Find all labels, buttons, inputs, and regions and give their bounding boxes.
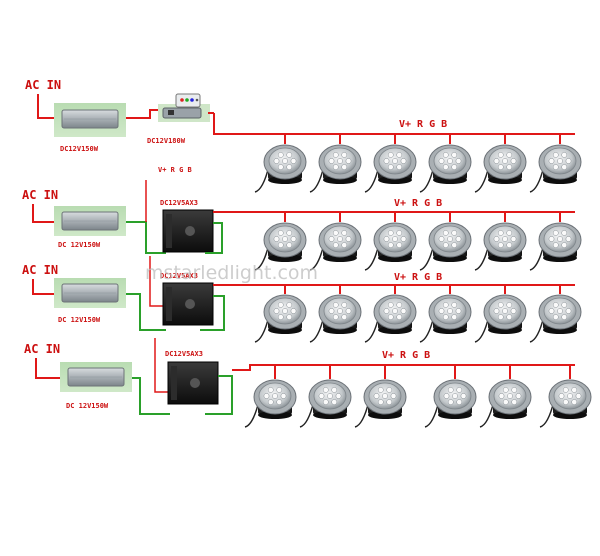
psu-label: DC 12V150W: [66, 402, 109, 410]
lamp-fixture: [354, 365, 407, 428]
lamp-fixture: [474, 212, 527, 271]
row-3: AC IN DC 12V150W DC12V5AX3 V+ R G B: [22, 256, 582, 343]
dc-wire: [126, 293, 166, 331]
ac-in-label: AC IN: [22, 188, 58, 202]
dc-wire: [132, 377, 170, 415]
bus-label: V+ R G B: [394, 272, 442, 283]
lamp-fixture: [474, 134, 527, 193]
signal-wire: [149, 256, 166, 307]
lamp-fixture: [529, 134, 582, 193]
amplifier-label: DC12V5AX3: [160, 199, 198, 207]
lamp-fixture: [529, 285, 582, 343]
bus-label: V+ R G B: [399, 119, 447, 130]
lamp-fixture: [254, 212, 307, 271]
lamp-fixture: [254, 134, 307, 193]
watermark: mstarledlight.com: [145, 262, 318, 284]
signal-wire: [154, 338, 170, 393]
lamp-fixture: [309, 212, 362, 271]
lamp-fixture: [309, 285, 362, 343]
lamp-fixture: [309, 134, 362, 193]
lamp-fixture: [529, 212, 582, 271]
lamp-fixture: [299, 365, 352, 428]
ac-in-label: AC IN: [24, 342, 60, 356]
lamp-fixture: [364, 134, 417, 193]
lamp-fixture: [419, 212, 472, 271]
bus-label: V+ R G B: [394, 198, 442, 209]
lamp-fixture: [244, 365, 297, 428]
lamp-group: [254, 212, 582, 271]
power-supply: [54, 278, 126, 308]
output-bus: [213, 113, 575, 135]
amplifier: [162, 282, 214, 326]
ac-wire: [32, 204, 55, 223]
lamp-fixture: [539, 365, 592, 428]
ac-in-label: AC IN: [25, 78, 61, 92]
amplifier: [167, 361, 219, 405]
row-4: AC IN DC 12V150W DC12V5AX3 V+ R G B: [24, 338, 592, 428]
row-2: AC IN DC 12V150W DC12V5AX3 V+ R G B: [22, 180, 582, 271]
remote-icon: [175, 93, 201, 108]
output-bus: [232, 364, 575, 371]
lamp-fixture: [364, 212, 417, 271]
dc-wire: [126, 221, 166, 254]
amplifier-label: DC12V5AX3: [160, 272, 198, 280]
rgb-controller: [158, 93, 210, 122]
lamp-fixture: [254, 285, 307, 343]
ac-wire: [37, 94, 55, 119]
power-supply: [60, 362, 132, 392]
power-supply: [54, 206, 126, 236]
psu-label: DC12V150W: [60, 145, 99, 153]
lamp-group: [254, 285, 582, 343]
ac-wire: [32, 279, 55, 295]
row-1: AC IN DC12V150W DC12V180W V+ R G B V+ R …: [25, 78, 582, 193]
lamp-fixture: [364, 285, 417, 343]
lamp-fixture: [474, 285, 527, 343]
power-supply: [54, 103, 126, 137]
lamp-group: [244, 365, 592, 428]
psu-label: DC 12V150W: [58, 241, 101, 249]
lamp-fixture: [419, 134, 472, 193]
controller-label: DC12V180W: [147, 137, 186, 145]
psu-label: DC 12V150W: [58, 316, 101, 324]
lamp-fixture: [419, 285, 472, 343]
bus-label: V+ R G B: [382, 350, 430, 361]
ac-in-label: AC IN: [22, 263, 58, 277]
signal-label: V+ R G B: [158, 166, 192, 174]
dc-wire: [126, 109, 165, 119]
amplifier-label: DC12V5AX3: [165, 350, 203, 358]
lamp-fixture: [479, 365, 532, 428]
amplifier: [162, 209, 214, 253]
lamp-group: [254, 134, 582, 193]
lamp-fixture: [424, 365, 477, 428]
ac-wire: [35, 358, 62, 379]
